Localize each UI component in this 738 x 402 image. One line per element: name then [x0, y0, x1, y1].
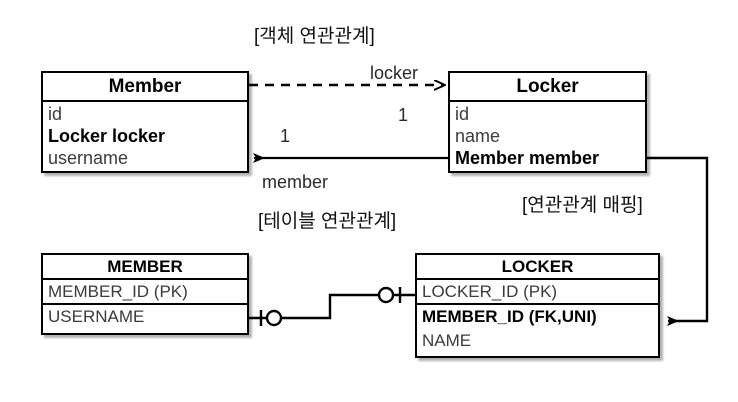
entity-box-member[interactable]: Member id Locker locker username [41, 71, 249, 173]
edge-table-join [249, 286, 415, 327]
cardinality-zero-left [265, 309, 283, 327]
table-title-locker: LOCKER [417, 255, 658, 280]
entity-field-member-id: id [48, 104, 63, 124]
table-columns-locker: LOCKER_ID (PK) MEMBER_ID (FK,UNI) NAME [417, 280, 658, 354]
entity-field-locker-id: id [455, 104, 470, 124]
entity-fields-locker: id name Member member [450, 102, 645, 169]
table-column-locker-member-id: MEMBER_ID (FK,UNI) [422, 307, 597, 326]
label-relationship-mapping: [연관관계 매핑] [522, 195, 643, 216]
table-box-member[interactable]: MEMBER MEMBER_ID (PK) USERNAME [41, 253, 249, 335]
table-column-locker-member-id-group: MEMBER_ID (FK,UNI) NAME [417, 305, 658, 354]
cardinality-zero-right [377, 286, 395, 304]
entity-field-member-username: username [48, 148, 129, 168]
table-column-locker-id: LOCKER_ID (PK) [417, 280, 658, 305]
table-box-locker[interactable]: LOCKER LOCKER_ID (PK) MEMBER_ID (FK,UNI)… [415, 253, 660, 358]
edge-label-locker: locker [370, 63, 419, 83]
entity-field-member-locker: Locker locker [48, 126, 166, 146]
entity-box-locker[interactable]: Locker id name Member member [448, 71, 647, 173]
entity-title-member: Member [43, 73, 247, 102]
multiplicity-member-side: 1 [280, 126, 291, 146]
table-column-member-username: USERNAME [48, 307, 145, 326]
table-columns-member: MEMBER_ID (PK) USERNAME [43, 280, 247, 330]
table-column-member-id: MEMBER_ID (PK) [43, 280, 247, 305]
table-column-locker-name: NAME [422, 331, 472, 350]
label-object-relationship: [객체 연관관계] [254, 26, 375, 47]
edge-label-member: member [262, 172, 329, 192]
table-title-member: MEMBER [43, 255, 247, 280]
entity-field-locker-name: name [455, 126, 501, 146]
entity-field-locker-member: Member member [455, 148, 600, 168]
entity-fields-member: id Locker locker username [43, 102, 247, 169]
entity-title-locker: Locker [450, 73, 645, 102]
multiplicity-locker-side: 1 [398, 105, 409, 125]
label-table-relationship: [테이블 연관관계] [258, 211, 397, 232]
